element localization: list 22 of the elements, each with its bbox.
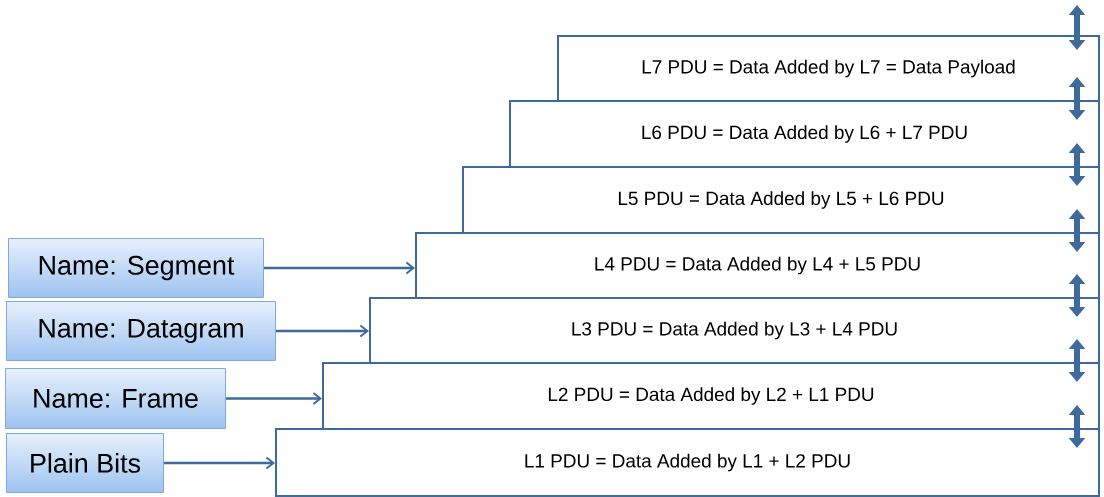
arrow	[164, 456, 275, 470]
double-arrow	[1068, 209, 1086, 252]
double-arrow	[1068, 405, 1086, 448]
name-box: Name: Segment	[8, 238, 264, 298]
layer-box: L6 PDU = Data Added by L6 + L7 PDU	[509, 100, 1100, 168]
double-arrow	[1068, 339, 1086, 382]
arrow	[264, 261, 415, 275]
double-arrow	[1068, 274, 1086, 317]
name-box: Name: Frame	[5, 368, 226, 429]
layer-box: L2 PDU = Data Added by L2 + L1 PDU	[322, 362, 1100, 430]
name-box: Name: Datagram	[6, 301, 276, 361]
layer-box: L7 PDU = Data Added by L7 = Data Payload	[557, 35, 1100, 102]
layer-box: L5 PDU = Data Added by L5 + L6 PDU	[462, 166, 1100, 234]
layer-box: L3 PDU = Data Added by L3 + L4 PDU	[369, 297, 1100, 364]
layer-box: L1 PDU = Data Added by L1 + L2 PDU	[275, 428, 1100, 497]
arrow	[276, 324, 369, 338]
double-arrow	[1068, 77, 1086, 120]
double-arrow	[1068, 5, 1086, 50]
name-box: Plain Bits	[6, 433, 164, 493]
arrow	[226, 392, 322, 405]
layer-box: L4 PDU = Data Added by L4 + L5 PDU	[415, 232, 1100, 299]
double-arrow	[1068, 143, 1086, 186]
